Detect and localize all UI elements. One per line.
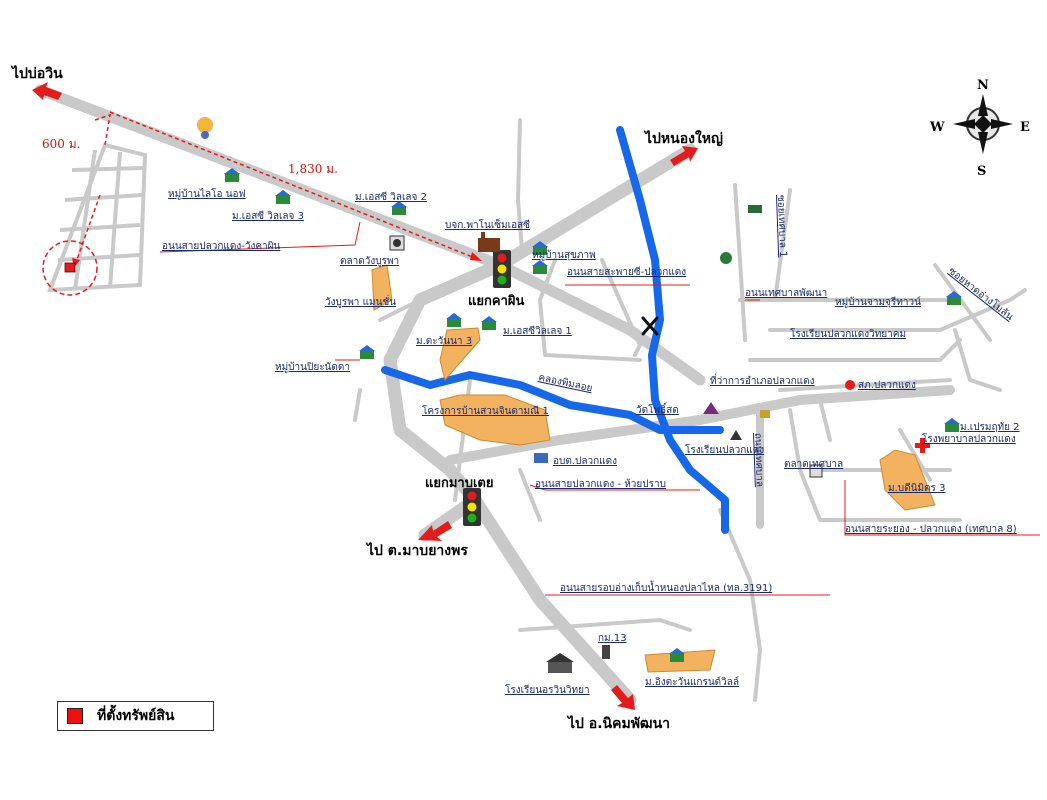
property-marker — [64, 262, 76, 273]
ditmon-parcel — [879, 449, 936, 511]
house-icon — [359, 345, 375, 359]
house-icon — [391, 201, 407, 215]
house-icon — [946, 291, 962, 305]
crossing-x-icon — [641, 316, 659, 336]
place-label: หมู่บ้านสุขภาพ — [532, 249, 596, 261]
house-icon — [720, 252, 732, 264]
place-label: ม.เอสซีวิลเลจ 1 — [503, 325, 572, 337]
tawanna-parcel — [439, 327, 481, 382]
intersection-label-khao-phin: แยกคาผิน — [468, 294, 524, 309]
arrow-icon-bo-win — [32, 82, 62, 100]
school-building-icon — [546, 653, 574, 673]
direction-label-nikhom: ไป อ.นิคมพัฒนา — [566, 714, 670, 732]
village-icons — [197, 117, 962, 673]
river — [381, 126, 729, 534]
place-label: ม.อิงตะวันแกรนด์วิลล์ — [645, 676, 739, 688]
house-icon — [481, 316, 497, 330]
building-icon — [748, 205, 762, 213]
house-icon — [275, 190, 291, 204]
place-label: อนนสายปลวกแดง-วังคาผิน — [162, 241, 280, 252]
compass-e-label: E — [1020, 120, 1030, 135]
temple-icon — [730, 430, 742, 440]
market-icon — [389, 235, 405, 251]
arrow-icon-nong-yai — [670, 146, 698, 166]
police-icon — [845, 380, 855, 390]
golf-icon — [197, 117, 213, 139]
traffic-light-icon — [463, 488, 481, 526]
leader-lines — [159, 221, 1040, 596]
compass-s-label: S — [977, 164, 986, 179]
place-label: ที่ว่าการอำเภอปลวกแดง — [710, 373, 815, 387]
place-label: อนนสายระยอง - ปลวกแดง (เทศบาล 8) — [845, 524, 1017, 535]
place-label: อนนสายปลวกแดง - ห้วยปราบ — [535, 478, 666, 490]
place-label: ม.เปรมฤทัย 2 — [960, 422, 1020, 433]
place-label: โรงพยาบาลปลวกแดง — [922, 432, 1016, 445]
arrow-icon-map-yang-phon — [418, 521, 452, 541]
place-label: วังบูรพา แมนชั่น — [325, 294, 396, 308]
place-label: ตลาดวังบูรพา — [340, 256, 399, 267]
compass-n-label: N — [977, 78, 989, 93]
house-icon — [944, 418, 960, 432]
arrow-icon-nikhom — [611, 685, 635, 710]
property-legend-swatch — [67, 708, 83, 724]
intersection-label-map-ka-doei: แยกมาบเตย — [425, 476, 494, 491]
house-icon — [532, 260, 548, 274]
house-icon — [224, 168, 240, 182]
wangburapha-parcel — [371, 264, 393, 311]
suan-jintamani-parcel — [439, 394, 551, 446]
km-post-icon — [602, 645, 610, 659]
place-label: ถนนเทศบาล — [752, 433, 765, 488]
direction-label-nong-yai: ไปหนองใหญ่ — [643, 129, 723, 147]
distance-arrowhead — [470, 252, 482, 261]
factory-icon — [478, 232, 500, 252]
place-label: โรงเรียนปลวกแดงวิทยาคม — [790, 327, 906, 340]
place-label: หมู่บ้านจามจุรีทาวน์ — [835, 296, 921, 308]
place-label: อนนสายสะพายซี-ปลวกแดง — [567, 266, 686, 278]
place-label: ม.เอสซี วิลเลจ 2 — [355, 191, 427, 203]
map-legend: ที่ตั้งทรัพย์สิน — [57, 701, 214, 731]
place-label: ม.เอสซี วิลเลจ 3 — [232, 210, 304, 222]
distance-label-1830: 1,830 ม. — [288, 162, 338, 176]
house-icon — [446, 313, 462, 327]
place-labels: หมู่บ้านไลโอ นอฟ ม.เอสซี วิลเลจ 3 ม.เอสซ… — [162, 187, 1020, 696]
legend-label: ที่ตั้งทรัพย์สิน — [97, 708, 175, 724]
project-parcels — [371, 264, 936, 673]
traffic-light-icon — [493, 250, 511, 288]
property-circle — [42, 240, 98, 296]
house-icon — [532, 241, 548, 255]
school-icon — [534, 453, 548, 463]
hospital-icon — [915, 438, 930, 453]
place-label: โครงการบ้านสวนจินดามณี 1 — [422, 404, 549, 417]
direction-arrows — [32, 82, 698, 710]
place-label: โรงเรียนอรวินวิทยา — [505, 683, 590, 696]
place-label: โรงเรียนปลวกแดง — [685, 443, 764, 456]
place-label: อบต.ปลวกแดง — [553, 456, 617, 467]
place-label: กม.13 — [598, 633, 627, 644]
place-label: วัดโพธิ์สด — [636, 402, 679, 416]
distance-dashes — [74, 111, 481, 266]
place-label: ตลาดเทศบาล — [784, 459, 843, 470]
main-roads — [34, 84, 955, 707]
place-label: อนนสายรอบอ่างเก็บน้ำหนองปลาไหล (ทล.3191) — [560, 580, 772, 594]
direction-label-bo-win: ไปบ่อวิน — [10, 64, 63, 82]
building-icon — [760, 410, 770, 418]
compass-icon — [953, 94, 1013, 154]
place-label: หมู่บ้านปิยะนัดดา — [275, 361, 350, 373]
house-icon — [669, 648, 685, 662]
temple-icon — [703, 402, 719, 414]
place-label: ม.ตะวันนา 3 — [416, 336, 472, 347]
place-label: บจก.พาโนเซ็มเอสซี — [445, 217, 530, 231]
place-label: ม.บดีนิมิตร 3 — [888, 482, 945, 494]
compass-w-label: W — [929, 120, 945, 135]
distance-label-600: 600 ม. — [42, 137, 80, 151]
direction-label-map-yang-phon: ไป ต.มาบยางพร — [365, 541, 468, 559]
place-label: หมู่บ้านไลโอ นอฟ — [168, 187, 246, 200]
place-label: ซอยเทศบาล 1 — [775, 195, 788, 258]
market-icon — [809, 464, 823, 478]
place-label: อนนเทศบาลพัฒนา — [745, 288, 827, 299]
place-label: สภ.ปลวกแดง — [858, 380, 916, 391]
